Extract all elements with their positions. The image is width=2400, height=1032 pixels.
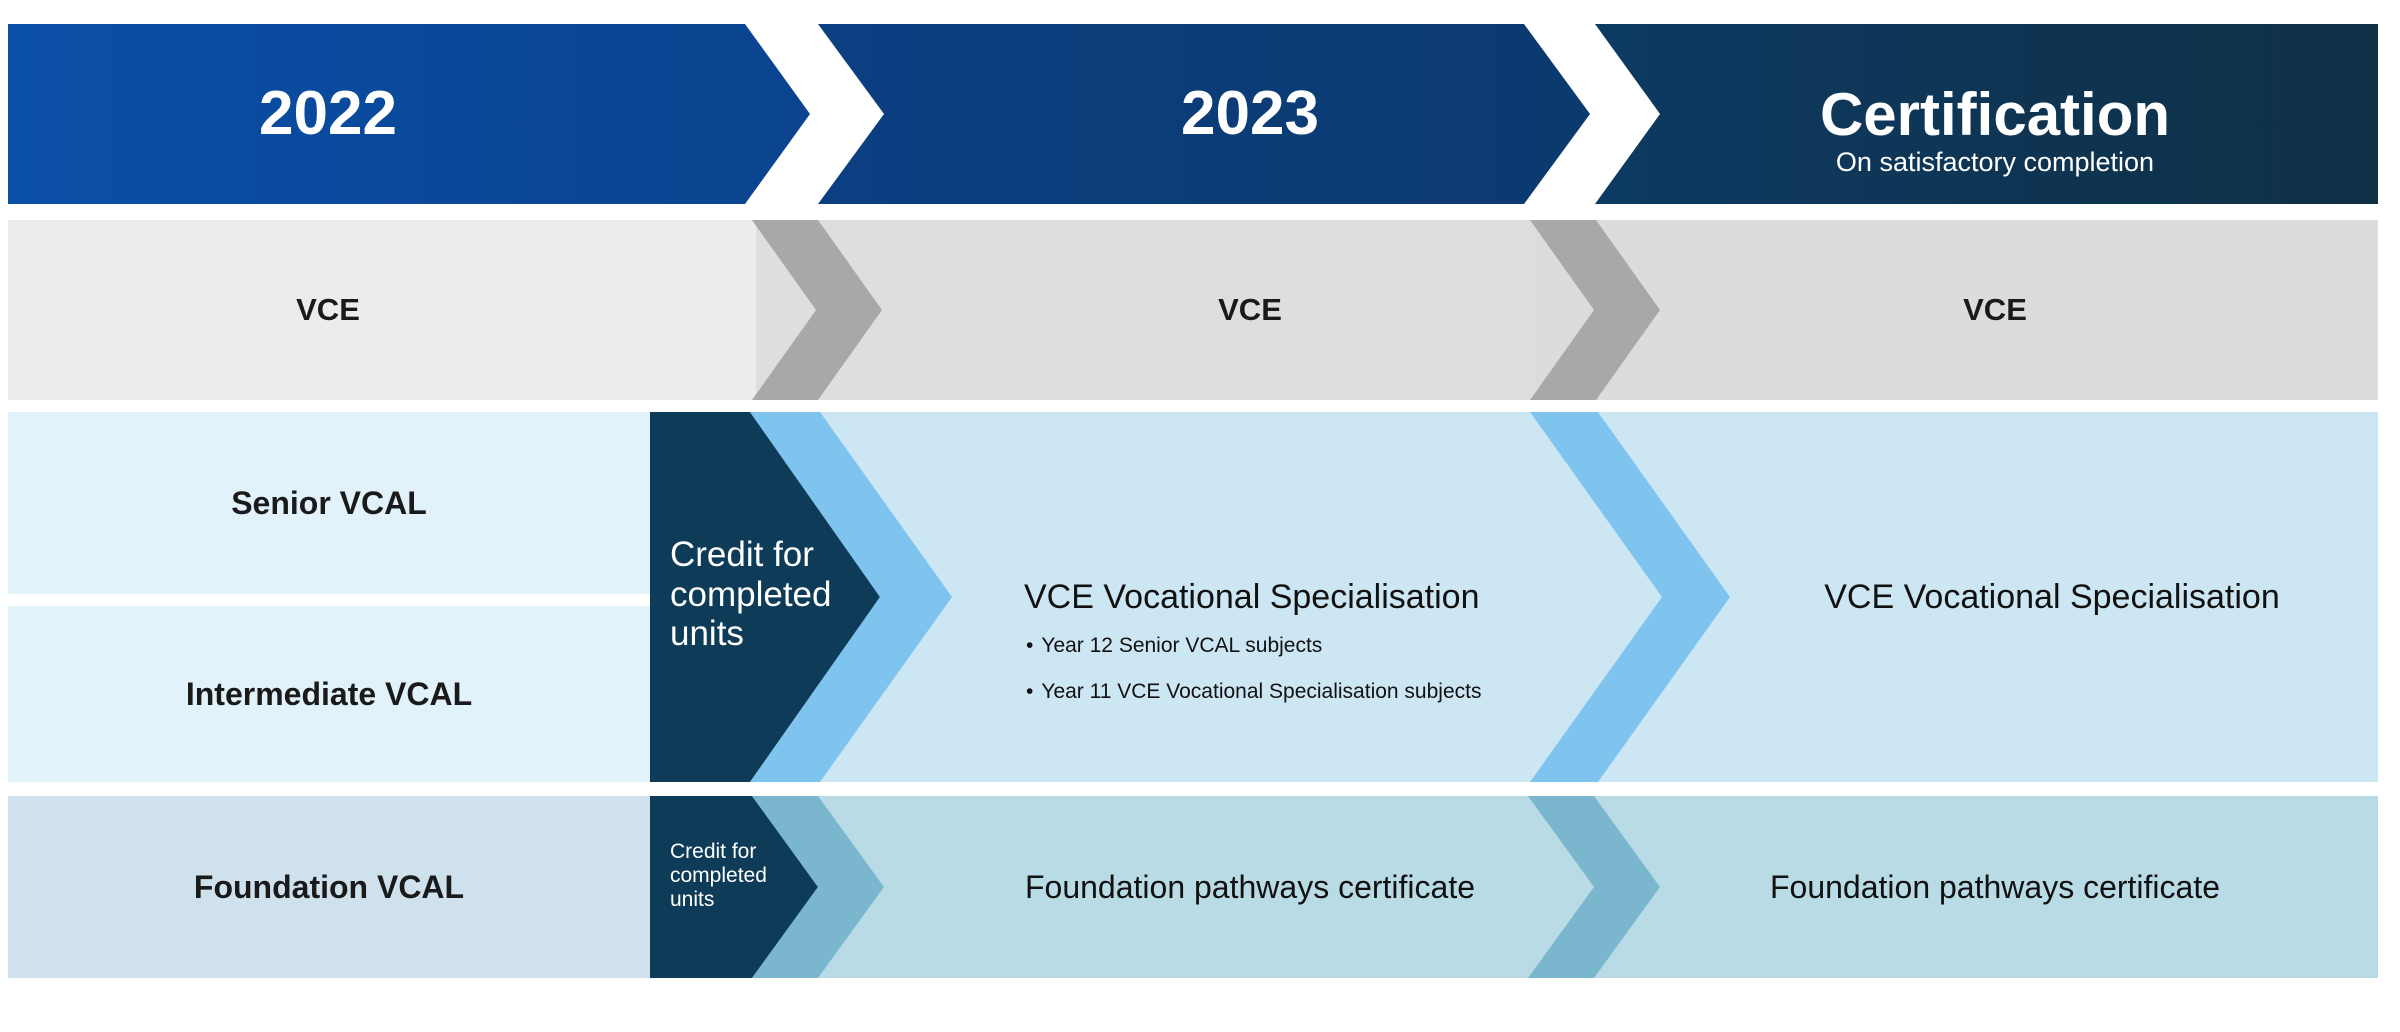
vce-label-certification: VCE bbox=[1963, 292, 2027, 328]
header-year-2023: 2023 bbox=[1181, 79, 1319, 149]
foundation-chevron-2 bbox=[1528, 796, 1660, 978]
header-certification-subtitle: On satisfactory completion bbox=[1835, 147, 2155, 178]
foundation-right-label: Foundation pathways certificate bbox=[1769, 868, 2221, 905]
header-certification-title: Certification bbox=[1819, 81, 2171, 148]
credit-arrow-vcal bbox=[650, 412, 880, 782]
header-arrow-2023 bbox=[818, 24, 1590, 204]
foundation-middle-label: Foundation pathways certificate bbox=[1024, 868, 1476, 905]
foundation-vcal-box bbox=[8, 796, 650, 978]
credit-label-vcal: Credit for completed units bbox=[670, 535, 832, 654]
header-arrow-2022 bbox=[8, 24, 810, 204]
vce-chevron-2 bbox=[1530, 220, 1660, 400]
vce-chevron-1 bbox=[752, 220, 882, 400]
foundation-chevron-1 bbox=[752, 796, 884, 978]
vce-band-2023 bbox=[756, 220, 1536, 400]
foundation-band bbox=[650, 796, 2378, 978]
header-year-2022: 2022 bbox=[259, 79, 397, 149]
vce-band-2022 bbox=[8, 220, 756, 400]
foundation-vcal-label: Foundation VCAL bbox=[193, 868, 465, 905]
intermediate-vcal-label: Intermediate VCAL bbox=[185, 675, 473, 712]
vce-label-2023: VCE bbox=[1218, 292, 1282, 328]
vce-band-certification bbox=[1536, 220, 2378, 400]
credit-arrow-foundation bbox=[650, 796, 818, 978]
vcal-chevron-2 bbox=[1530, 412, 1730, 782]
intermediate-vcal-box bbox=[8, 606, 650, 782]
credit-label-foundation: Credit for completed units bbox=[670, 840, 767, 912]
senior-vcal-box bbox=[8, 412, 650, 594]
vce-label-2022: VCE bbox=[296, 292, 360, 328]
vcal-middle-bullet-2: Year 11 VCE Vocational Specialisation su… bbox=[1026, 676, 1536, 708]
vcal-chevron-1 bbox=[750, 412, 952, 782]
vcal-right-title: VCE Vocational Specialisation bbox=[1824, 578, 2280, 617]
vcal-middle-title: VCE Vocational Specialisation bbox=[1024, 578, 1480, 617]
header-arrow-certification bbox=[1595, 24, 2378, 204]
senior-vcal-label: Senior VCAL bbox=[231, 484, 427, 521]
vcal-middle-bullet-1: Year 12 Senior VCAL subjects bbox=[1026, 630, 1516, 662]
